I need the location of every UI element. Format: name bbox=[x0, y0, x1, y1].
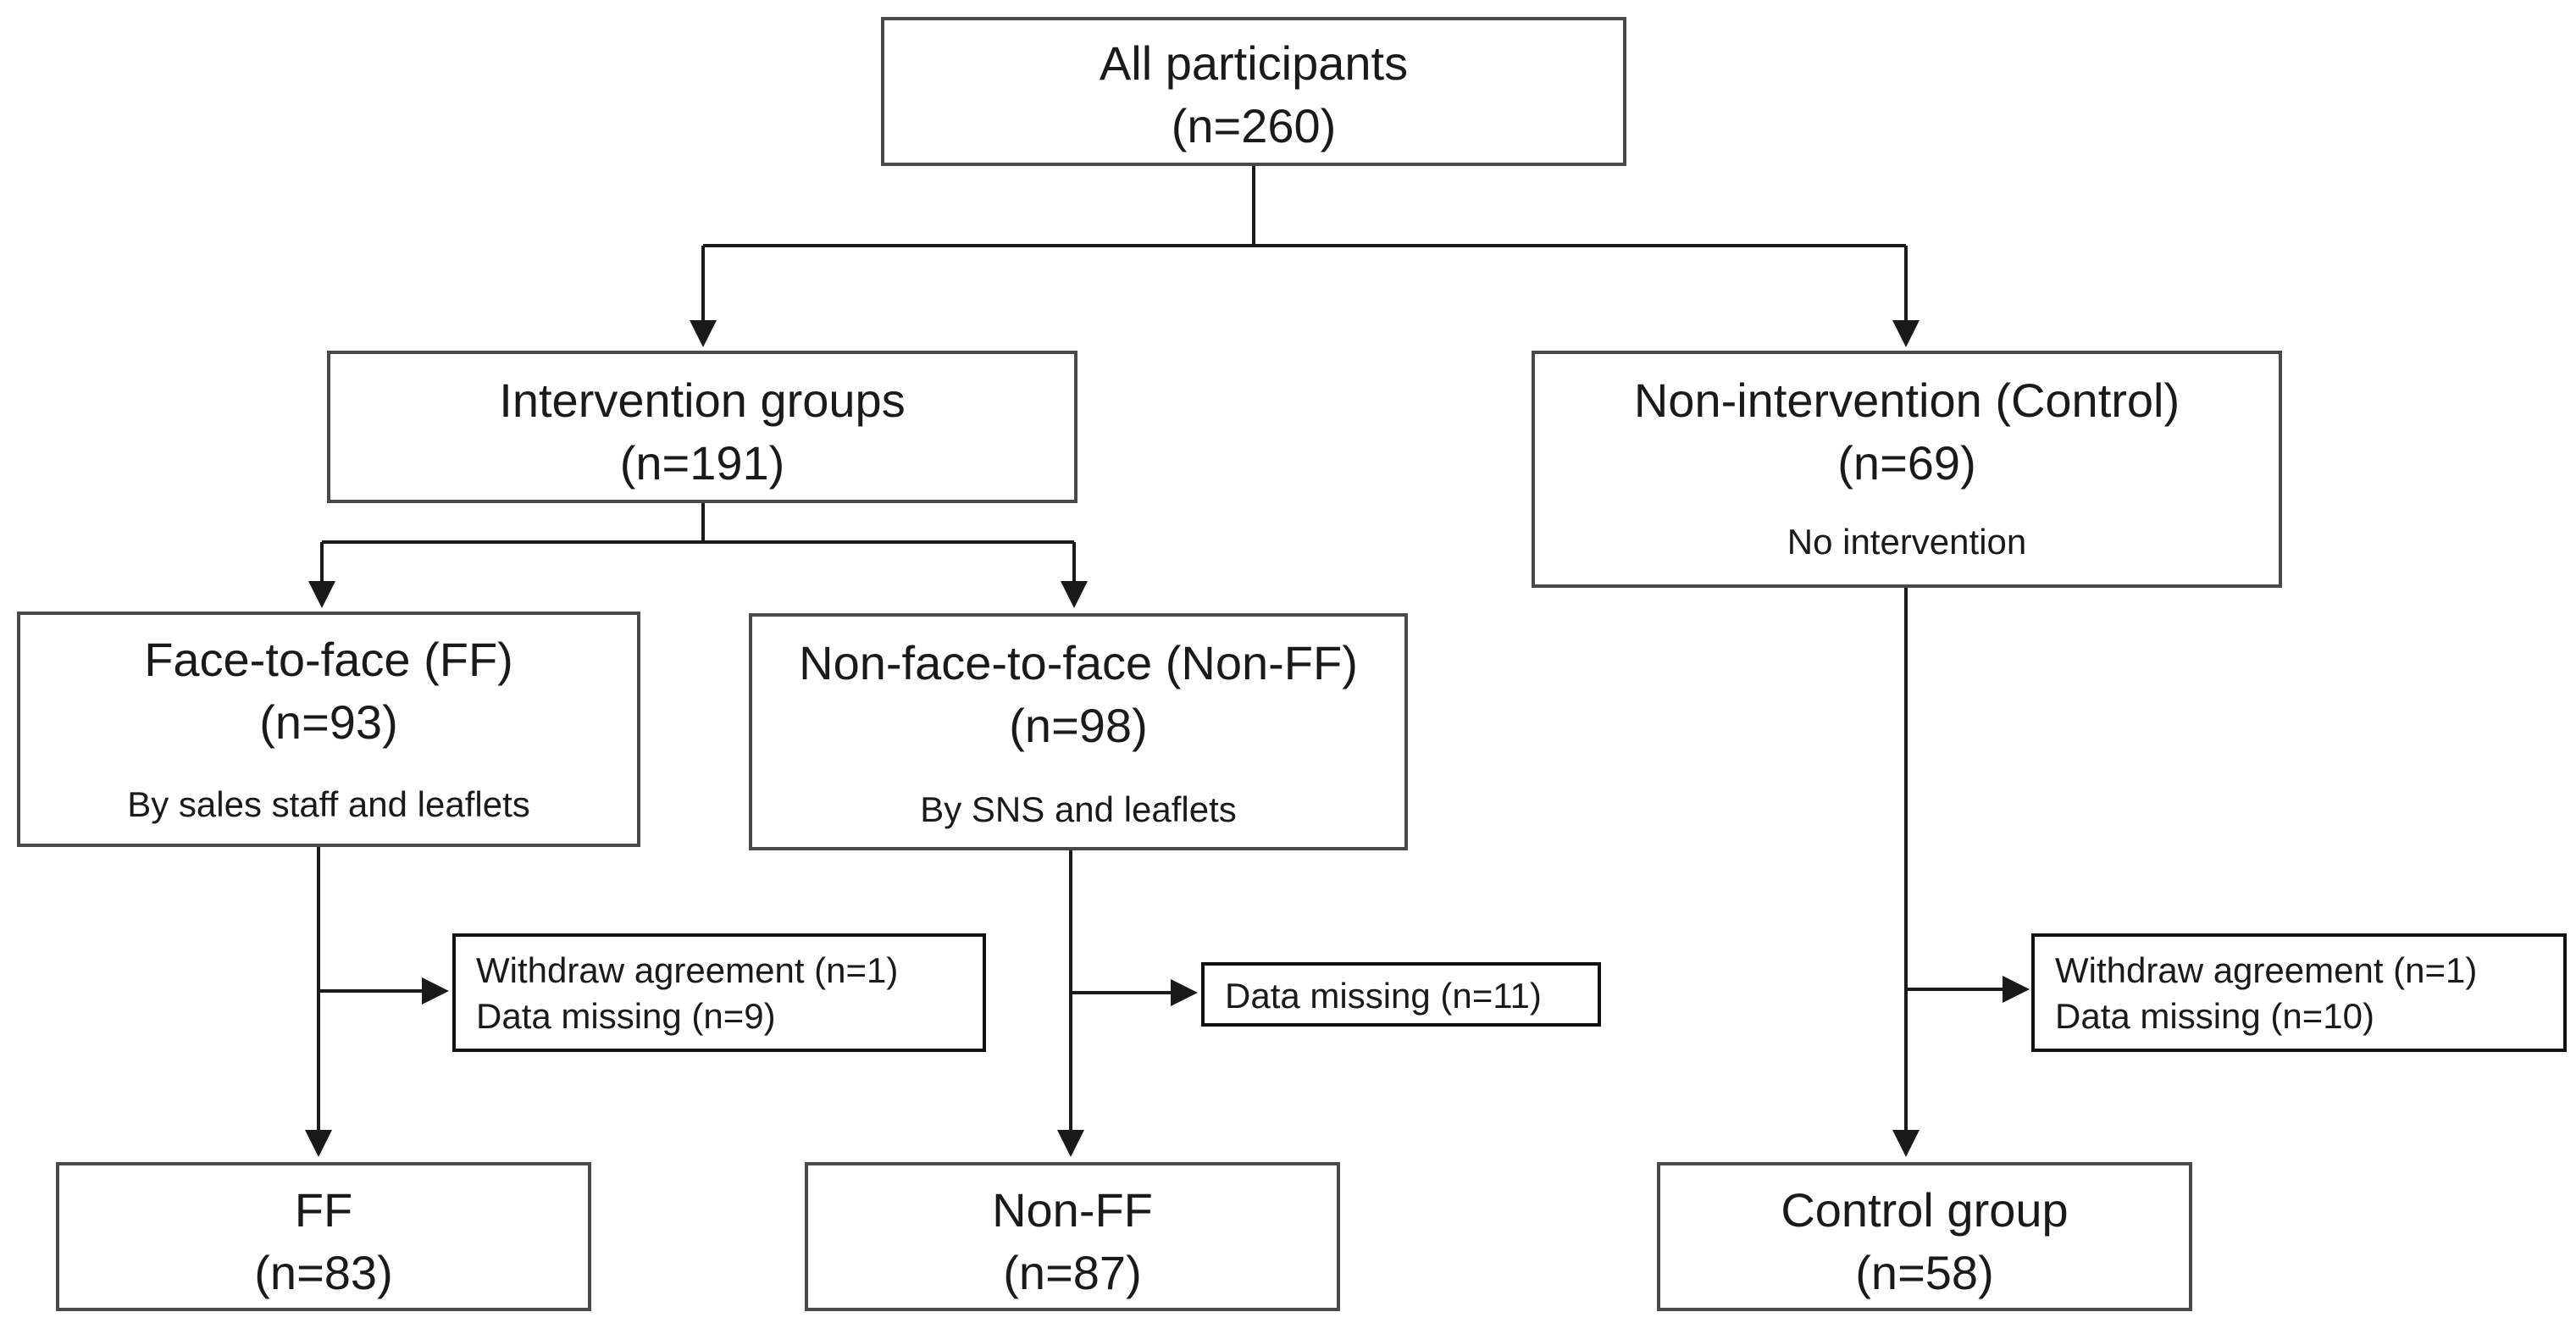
intervention-title: Intervention groups bbox=[499, 374, 906, 427]
ff-final-count: (n=83) bbox=[254, 1246, 393, 1299]
nonff-final-title: Non-FF bbox=[992, 1183, 1153, 1237]
nonff-title: Non-face-to-face (Non-FF) bbox=[799, 636, 1358, 689]
ff-note: By sales staff and leaflets bbox=[127, 784, 530, 824]
box-nonff-exclusion: Data missing (n=11) bbox=[1201, 962, 1601, 1027]
control-count: (n=69) bbox=[1837, 436, 1976, 490]
box-non-face-to-face: Non-face-to-face (Non-FF) (n=98) By SNS … bbox=[749, 613, 1408, 850]
intervention-count: (n=191) bbox=[619, 436, 785, 490]
box-intervention-groups: Intervention groups (n=191) bbox=[327, 351, 1077, 503]
box-non-intervention: Non-intervention (Control) (n=69) No int… bbox=[1532, 351, 2282, 588]
control-exclusion-line-2: Data missing (n=10) bbox=[2055, 996, 2374, 1036]
nonff-note: By SNS and leaflets bbox=[920, 789, 1237, 829]
box-ff-final: FF (n=83) bbox=[56, 1162, 591, 1311]
nonff-count: (n=98) bbox=[1009, 699, 1148, 752]
box-face-to-face: Face-to-face (FF) (n=93) By sales staff … bbox=[17, 612, 640, 847]
control-exclusion-line-1: Withdraw agreement (n=1) bbox=[2055, 950, 2478, 990]
nonff-final-count: (n=87) bbox=[1003, 1246, 1142, 1299]
box-control-final: Control group (n=58) bbox=[1657, 1162, 2192, 1311]
control-final-title: Control group bbox=[1781, 1183, 2069, 1237]
ff-exclusion-line-2: Data missing (n=9) bbox=[476, 996, 776, 1036]
all-participants-title: All participants bbox=[1099, 36, 1409, 90]
nonff-exclusion-line-1: Data missing (n=11) bbox=[1225, 976, 1542, 1016]
control-title: Non-intervention (Control) bbox=[1633, 374, 2180, 427]
all-participants-count: (n=260) bbox=[1171, 99, 1337, 152]
box-ff-exclusion: Withdraw agreement (n=1) Data missing (n… bbox=[452, 933, 986, 1052]
box-all-participants: All participants (n=260) bbox=[881, 17, 1626, 166]
ff-final-title: FF bbox=[294, 1183, 353, 1237]
box-control-exclusion: Withdraw agreement (n=1) Data missing (n… bbox=[2031, 933, 2567, 1052]
control-final-count: (n=58) bbox=[1855, 1246, 1994, 1299]
control-note: No intervention bbox=[1787, 522, 2027, 562]
ff-title: Face-to-face (FF) bbox=[144, 633, 513, 686]
ff-exclusion-line-1: Withdraw agreement (n=1) bbox=[476, 950, 899, 990]
ff-count: (n=93) bbox=[259, 695, 398, 749]
box-nonff-final: Non-FF (n=87) bbox=[805, 1162, 1340, 1311]
